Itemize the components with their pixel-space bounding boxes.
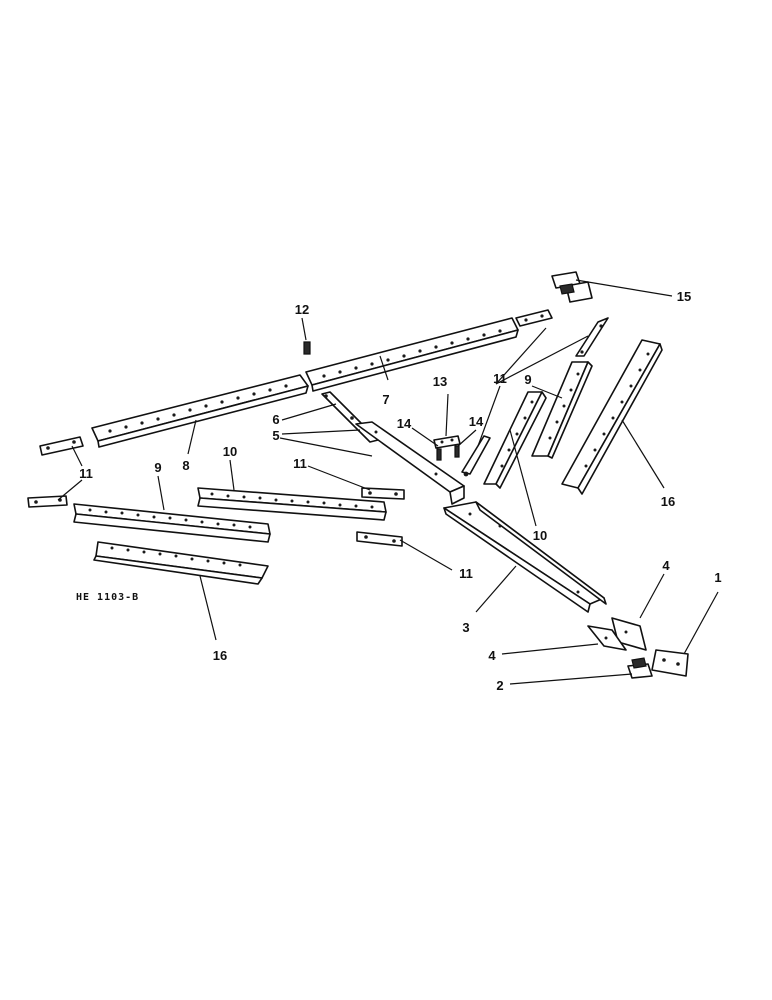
callout-5: 5 [272,428,279,443]
drawing-reference: HE 1103-B [76,592,139,603]
channel-part-10-right [483,391,547,489]
link-plate-11-d [361,487,405,500]
callout-2: 2 [496,678,503,693]
callout-1: 1 [714,570,721,585]
callout-14-left: 14 [397,416,412,431]
link-plate-11-f [575,317,609,357]
callout-16-left: 16 [213,648,227,663]
bolt-part-14-b [454,445,460,458]
callout-labels: 12 15 11 9 13 7 14 14 6 5 8 11 9 10 11 1… [79,289,721,693]
link-plate-11-b [39,436,84,456]
callout-6: 6 [272,412,279,427]
bolt-part-12 [303,341,311,355]
callout-15: 15 [677,289,691,304]
callout-4-lower: 4 [488,648,496,663]
channel-part-9-left [73,503,271,543]
leader-lines [57,279,719,685]
angle-part-16-left [93,541,269,585]
callout-8: 8 [182,458,189,473]
callout-3: 3 [462,620,469,635]
link-plate-11-e [356,531,403,547]
angle-part-16-right [561,339,663,495]
callout-11-top: 11 [493,371,507,386]
link-plate-11-g [461,435,491,477]
callout-7: 7 [382,392,389,407]
callout-13: 13 [433,374,447,389]
callout-16-right: 16 [661,494,675,509]
callout-11-left: 11 [79,466,93,481]
channel-part-10-left [197,487,387,521]
callout-12: 12 [295,302,309,317]
link-plate-11-a [515,309,553,327]
callout-9-right: 9 [524,372,531,387]
bracket-part-15 [551,271,593,303]
channel-part-8 [91,374,309,448]
bracket-part-4-lower [587,625,627,651]
callout-10-right: 10 [533,528,547,543]
brace-part-5 [355,421,465,505]
channel-part-7 [305,317,519,392]
link-plate-11-c [27,495,68,508]
clip-part-1 [651,649,689,677]
clip-part-2 [627,657,653,679]
callout-10-left: 10 [223,444,237,459]
channel-part-7-holes [322,329,502,378]
beam-part-3 [443,501,607,613]
callout-9-left: 9 [154,460,161,475]
callout-11-middle: 11 [293,456,307,471]
callout-4-upper: 4 [662,558,670,573]
channel-part-8-holes [108,384,288,433]
channel-part-9-right [531,361,593,459]
callout-14-right: 14 [469,414,484,429]
bolt-part-14-a [436,448,442,461]
callout-11-lower: 11 [459,566,473,581]
